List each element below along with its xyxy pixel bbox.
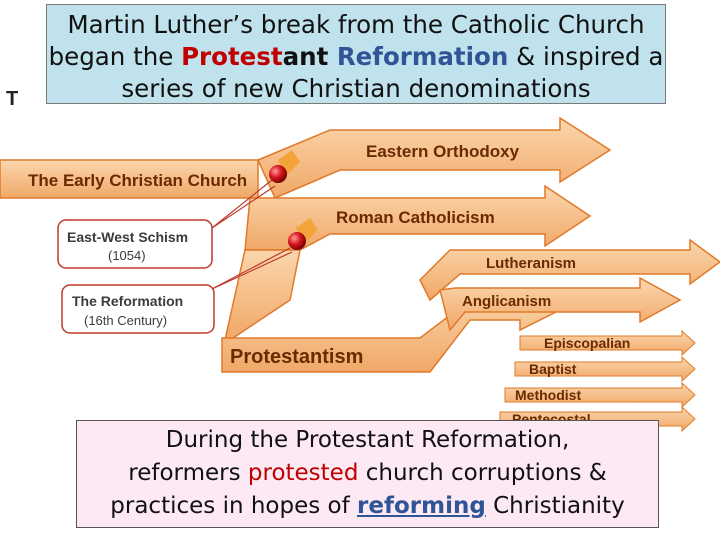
arrow-baptist — [514, 355, 696, 383]
schism-callout-box — [57, 219, 213, 269]
arrow-methodist — [504, 381, 696, 409]
label-baptist: Baptist — [529, 361, 577, 377]
title-highlight-reformation: Reformation — [336, 42, 509, 71]
schism-callout-sub: (1054) — [108, 248, 146, 263]
schism-callout-label: East-West Schism — [67, 229, 188, 245]
title-box: Martin Luther’s break from the Catholic … — [46, 4, 666, 104]
schism-marker — [269, 150, 300, 183]
label-episcopalian: Episcopalian — [544, 335, 630, 351]
summary-line-3-pre: practices in hopes of — [110, 493, 358, 519]
title-highlight-ant: ant — [282, 42, 337, 71]
reformation-connector — [209, 247, 291, 291]
arrow-anglicanism — [439, 276, 682, 332]
reformation-callout-sub: (16th Century) — [84, 313, 167, 328]
summary-box: During the Protestant Reformation, refor… — [76, 420, 659, 528]
label-lutheranism: Lutheranism — [486, 255, 576, 272]
title-line-2-post: & inspired a — [508, 42, 664, 71]
summary-line-1: During the Protestant Reformation, — [165, 427, 570, 453]
summary-line-3: practices in hopes of reforming Christia… — [77, 490, 658, 523]
label-protestantism: Protestantism — [230, 346, 363, 368]
reformation-callout-box — [61, 284, 215, 334]
summary-line-2: reformers protested church corruptions & — [77, 457, 658, 490]
summary-highlight-reforming: reforming — [357, 493, 486, 519]
title-line-3: series of new Christian denominations — [121, 74, 591, 103]
label-roman-catholicism: Roman Catholicism — [336, 208, 495, 227]
label-anglicanism: Anglicanism — [462, 293, 551, 310]
schism-connector — [211, 179, 273, 229]
summary-line-3-post: Christianity — [485, 493, 625, 519]
label-eastern-orthodoxy: Eastern Orthodoxy — [366, 142, 520, 161]
title-highlight-protest: Protest — [181, 42, 283, 71]
arrow-lutheranism — [419, 238, 720, 302]
title-line-2-pre: began the — [48, 42, 182, 71]
summary-line-2-post: church corruptions & — [358, 460, 607, 486]
title-line-1: Martin Luther’s break from the Catholic … — [67, 10, 645, 39]
arrow-episcopalian — [519, 329, 696, 357]
arrow-eastern-orthodoxy — [257, 116, 612, 199]
title-line-2: began the Protestant Reformation & inspi… — [47, 41, 665, 73]
schism-connector-2 — [211, 185, 276, 229]
summary-highlight-protested: protested — [247, 460, 359, 486]
reformation-callout-label: The Reformation — [72, 293, 183, 309]
label-methodist: Methodist — [515, 387, 581, 403]
reformation-connector-2 — [209, 251, 293, 291]
partial-heading: T — [6, 88, 19, 110]
summary-line-2-pre: reformers — [128, 460, 248, 486]
protestant-stem — [224, 249, 301, 341]
label-early-church: The Early Christian Church — [28, 171, 247, 190]
reformation-marker — [288, 218, 318, 250]
